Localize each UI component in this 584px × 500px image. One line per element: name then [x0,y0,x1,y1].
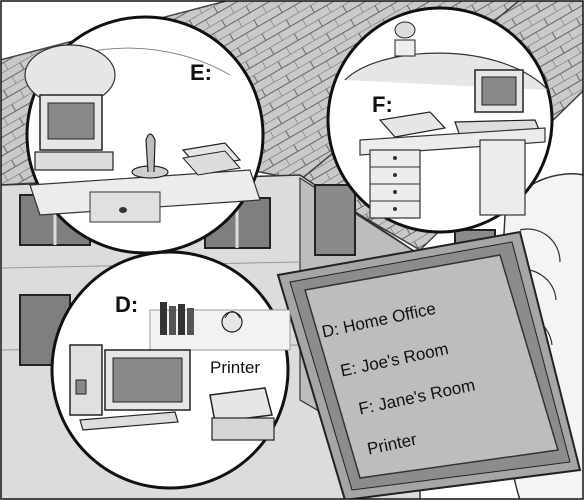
callout-joes-room: E: [25,17,263,253]
book-icon [160,302,167,335]
callout-label-f: F: [372,92,393,117]
plant-icon [222,312,242,332]
callout-home-office: D: Printer [52,252,290,488]
callout-janes-room: F: [328,8,552,232]
callout-label-d: D: [115,292,138,317]
printer-label: Printer [210,358,260,377]
lamp-icon [395,22,415,38]
callout-label-e: E: [190,60,212,85]
